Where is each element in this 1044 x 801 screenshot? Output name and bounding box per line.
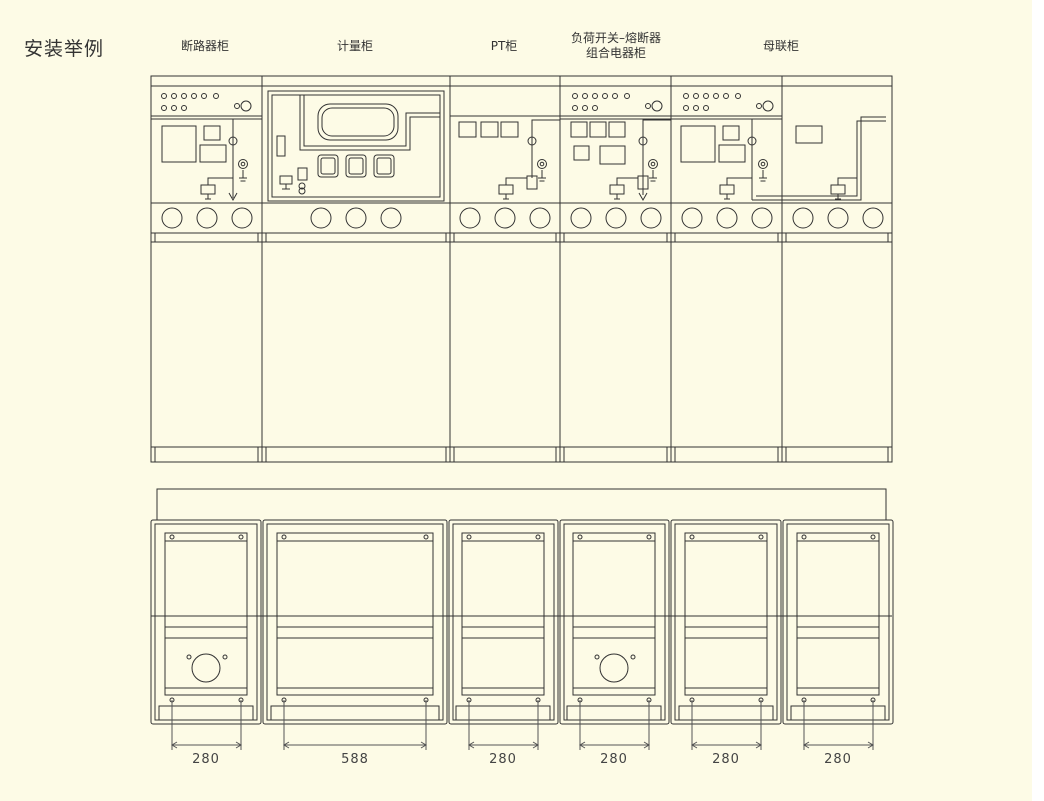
cabinet-label-pt: PT柜 xyxy=(491,39,518,53)
dimension-lines xyxy=(171,700,874,750)
cabinet-label-load-switch-line1: 负荷开关–熔断器 xyxy=(571,30,661,45)
dimension-label-cabinet5: 280 xyxy=(712,752,740,767)
floor-plan xyxy=(150,488,894,750)
cabinet-label-bus-tie: 母联柜 xyxy=(763,39,799,53)
round-cover-row xyxy=(161,207,884,229)
page-title: 安装举例 xyxy=(24,38,105,60)
load-switch-indicator-lights xyxy=(572,93,663,112)
dimension-label-bus-tie: 280 xyxy=(824,752,852,767)
page-margin xyxy=(1032,0,1044,801)
dimension-label-breaker: 280 xyxy=(192,752,220,767)
dimension-label-metering: 588 xyxy=(341,752,369,767)
dimension-label-pt: 280 xyxy=(489,752,517,767)
dimension-label-load-switch: 280 xyxy=(600,752,628,767)
front-elevation xyxy=(150,75,893,463)
cabinet-label-breaker: 断路器柜 xyxy=(181,38,229,53)
cabinet-label-metering: 计量柜 xyxy=(337,39,373,53)
cabinet-label-load-switch-line2: 组合电器柜 xyxy=(586,45,646,60)
breaker-indicator-lights xyxy=(161,93,252,112)
cabinet5-indicator-lights xyxy=(683,93,774,112)
